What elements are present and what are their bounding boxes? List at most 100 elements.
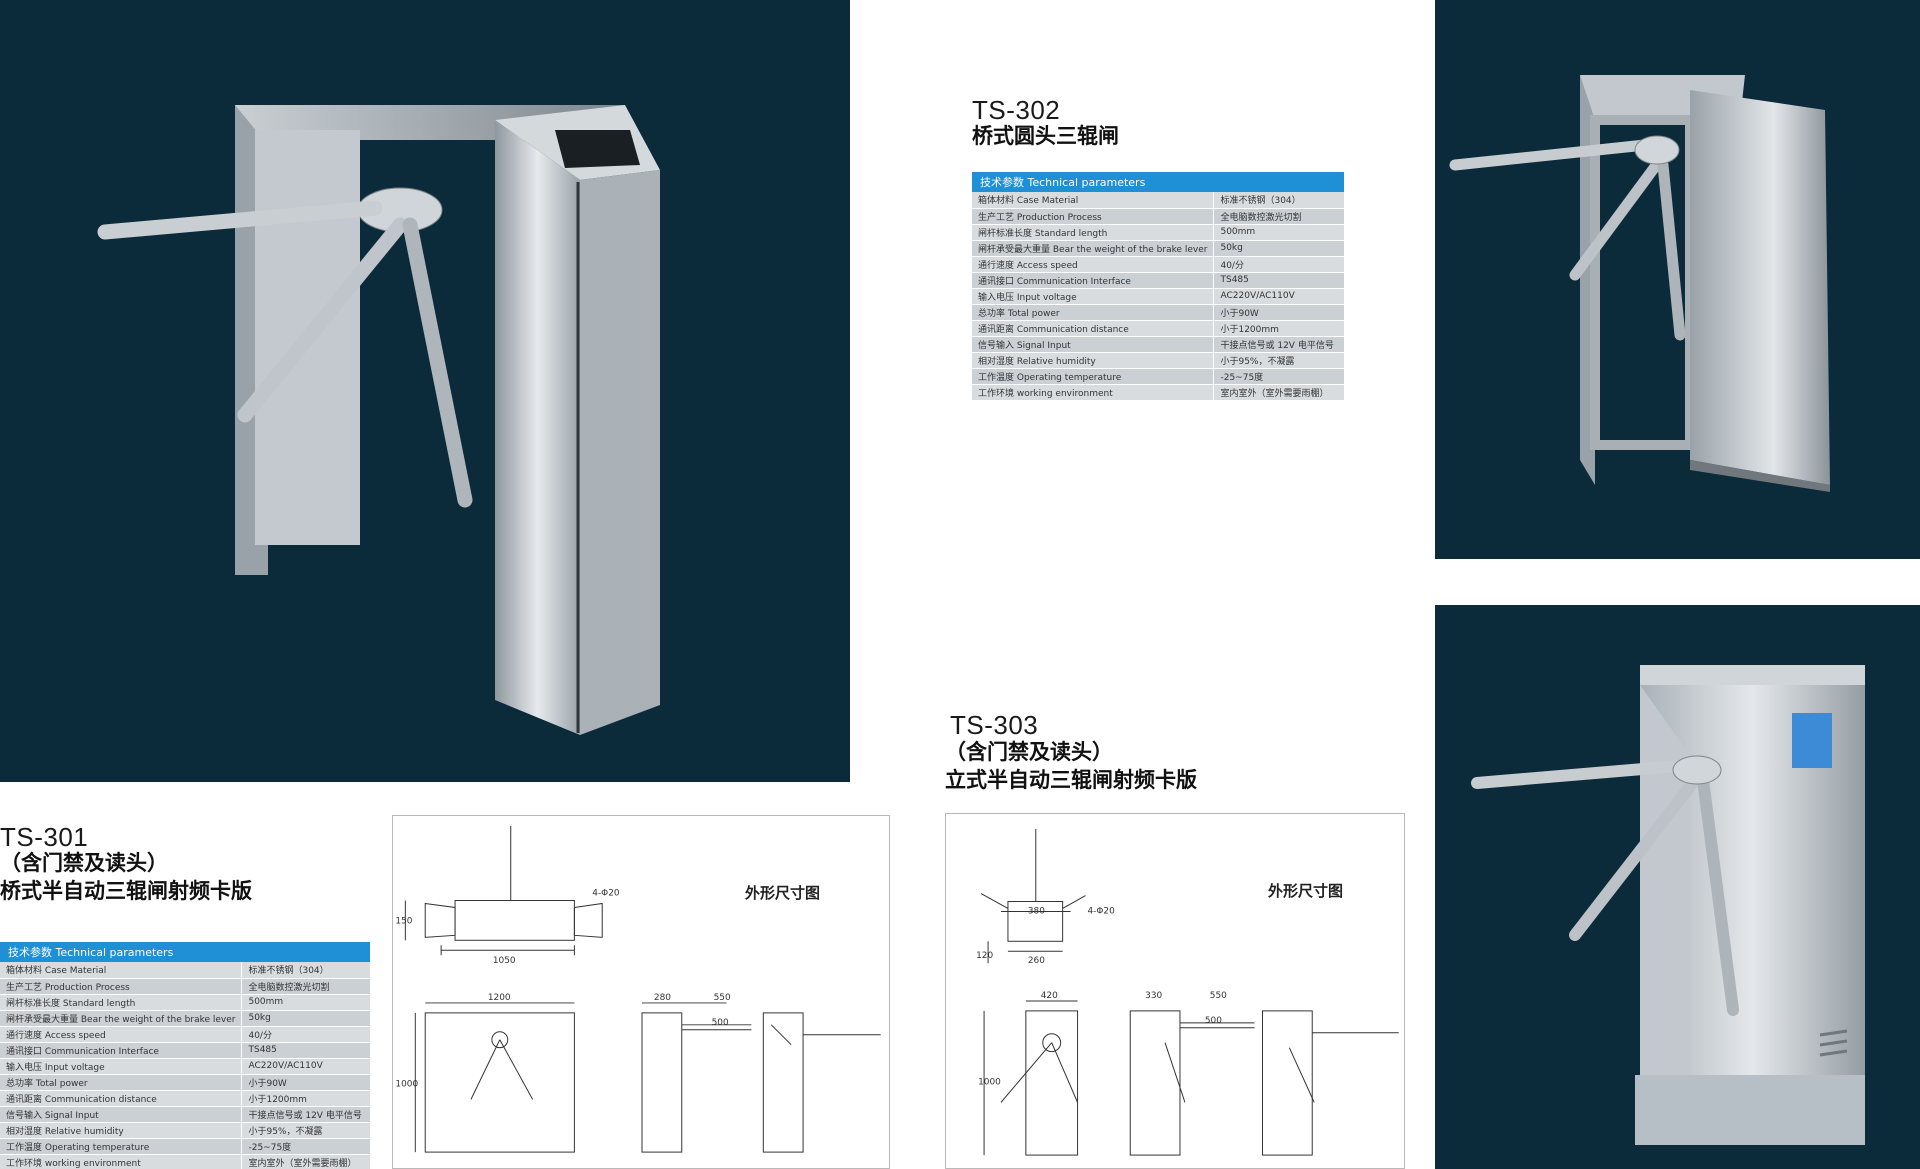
param-label: 工作环境 working environment: [0, 1154, 242, 1169]
param-label: 信号输入 Signal Input: [0, 1106, 242, 1123]
param-label: 输入电压 Input voltage: [0, 1058, 242, 1075]
param-value: 干接点信号或 12V 电平信号: [241, 1106, 370, 1123]
param-label: 总功率 Total power: [0, 1074, 242, 1091]
param-label: 通讯距离 Communication distance: [972, 320, 1214, 337]
param-value: 室内室外（室外需要雨棚）: [241, 1154, 370, 1169]
dim-label: 280: [654, 993, 671, 1003]
param-value: 标准不锈钢（304）: [241, 962, 370, 979]
param-label: 通讯接口 Communication Interface: [0, 1042, 242, 1059]
param-label: 闸杆标准长度 Standard length: [972, 224, 1214, 241]
table-row: 闸杆承受最大重量 Bear the weight of the brake le…: [0, 1010, 370, 1027]
param-value: 40/分: [1213, 256, 1344, 273]
param-value: 小于90W: [1213, 304, 1344, 321]
param-value: AC220V/AC110V: [241, 1058, 370, 1075]
dim-label: 4-Φ20: [1087, 906, 1115, 916]
dim-label: 330: [1145, 991, 1162, 1001]
dim-label: 1200: [488, 993, 511, 1003]
param-value: 500mm: [241, 994, 370, 1011]
drawing-title: 外形尺寸图: [745, 884, 821, 902]
subtitle-line: 桥式半自动三辊闸射频卡版: [0, 879, 252, 903]
param-label: 通行速度 Access speed: [0, 1026, 242, 1043]
param-value: 500mm: [1213, 224, 1344, 241]
param-label: 工作温度 Operating temperature: [972, 368, 1214, 385]
subtitle-line: （含门禁及读头）: [0, 851, 168, 875]
param-value: 全电脑数控激光切割: [241, 978, 370, 995]
dim-label: 550: [714, 993, 731, 1003]
dimension-drawing-ts303: 外形尺寸图 38: [945, 813, 1405, 1169]
param-value: 室内室外（室外需要雨棚）: [1213, 384, 1344, 401]
table-row: 闸杆承受最大重量 Bear the weight of the brake le…: [972, 240, 1344, 257]
subtitle-line: 立式半自动三辊闸射频卡版: [945, 768, 1197, 792]
param-value: 小于90W: [241, 1074, 370, 1091]
param-label: 闸杆承受最大重量 Bear the weight of the brake le…: [0, 1010, 242, 1027]
param-label: 生产工艺 Production Process: [0, 978, 242, 995]
product-subtitle-ts301: （含门禁及读头） 桥式半自动三辊闸射频卡版: [0, 849, 252, 905]
param-label: 闸杆承受最大重量 Bear the weight of the brake le…: [972, 240, 1214, 257]
param-value: TS485: [1213, 272, 1344, 289]
param-label: 通行速度 Access speed: [972, 256, 1214, 273]
subtitle-line: 桥式圆头三辊闸: [972, 124, 1119, 148]
param-value: 小于1200mm: [241, 1090, 370, 1107]
param-value: 干接点信号或 12V 电平信号: [1213, 336, 1344, 353]
param-label: 工作环境 working environment: [972, 384, 1214, 401]
params-table-header: 技术参数 Technical parameters: [972, 172, 1344, 192]
photo-ts301-turnstile: [0, 0, 850, 782]
dim-label: 380: [1028, 906, 1045, 916]
param-value: 小于95%，不凝露: [1213, 352, 1344, 369]
params-table-ts302: 技术参数 Technical parameters 箱体材料 Case Mate…: [972, 172, 1344, 401]
param-label: 工作温度 Operating temperature: [0, 1138, 242, 1155]
dim-label: 120: [976, 951, 993, 961]
params-table-ts301: 技术参数 Technical parameters 箱体材料 Case Mate…: [0, 942, 370, 1169]
dim-label: 1050: [493, 956, 516, 966]
subtitle-line: （含门禁及读头）: [945, 740, 1113, 764]
table-row: 工作温度 Operating temperature-25~75度: [972, 368, 1344, 385]
dimension-drawing-ts301: 外形尺寸图: [392, 815, 890, 1169]
param-label: 生产工艺 Production Process: [972, 208, 1214, 225]
dim-label: 4-Φ20: [592, 889, 620, 899]
drawing-title: 外形尺寸图: [1268, 882, 1344, 900]
param-label: 输入电压 Input voltage: [972, 288, 1214, 305]
param-value: 50kg: [241, 1010, 370, 1027]
photo-ts303-turnstile: [1435, 605, 1920, 1169]
param-value: 标准不锈钢（304）: [1213, 192, 1344, 209]
dim-label: 550: [1210, 991, 1227, 1001]
param-label: 箱体材料 Case Material: [972, 192, 1214, 209]
turnstile-illustration: [1471, 665, 1865, 1145]
param-value: 小于95%，不凝露: [241, 1122, 370, 1139]
model-title-ts301: TS-301: [0, 822, 89, 852]
product-subtitle-ts303: （含门禁及读头） 立式半自动三辊闸射频卡版: [945, 738, 1197, 794]
param-label: 通讯接口 Communication Interface: [972, 272, 1214, 289]
param-label: 通讯距离 Communication distance: [0, 1090, 242, 1107]
dim-label: 420: [1041, 991, 1058, 1001]
dim-label: 500: [712, 1018, 729, 1028]
model-title-ts302: TS-302: [972, 95, 1061, 125]
model-title-ts303: TS-303: [950, 710, 1039, 740]
product-subtitle-ts302: 桥式圆头三辊闸: [972, 122, 1119, 150]
param-label: 总功率 Total power: [972, 304, 1214, 321]
dim-label: 1000: [978, 1077, 1001, 1087]
dimension-drawing-svg: 380 4-Φ20 120 260 420 330 550 500 1000: [976, 828, 1399, 1156]
card-reader-icon: [1792, 713, 1832, 768]
param-value: 40/分: [241, 1026, 370, 1043]
param-value: 小于1200mm: [1213, 320, 1344, 337]
param-label: 相对湿度 Relative humidity: [0, 1122, 242, 1139]
param-value: -25~75度: [1213, 368, 1344, 385]
photo-ts302-turnstile: [1435, 0, 1920, 559]
